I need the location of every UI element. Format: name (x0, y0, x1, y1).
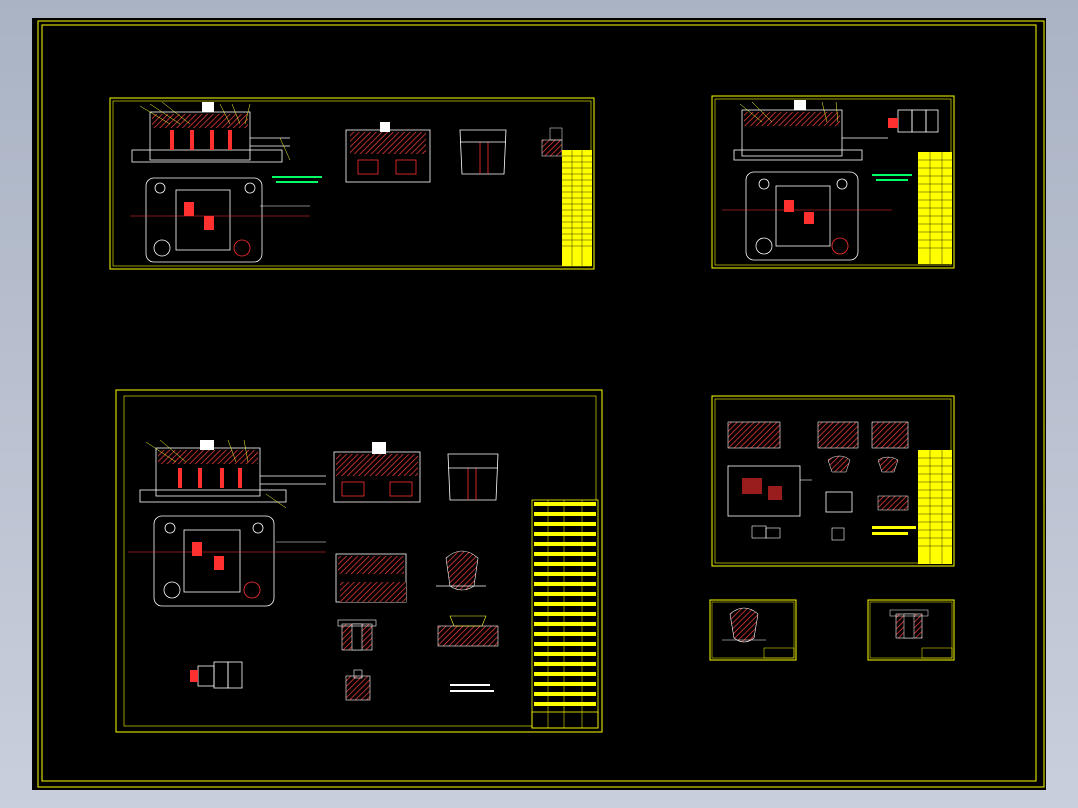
detail-sheet-2[interactable] (867, 599, 955, 661)
technical-note (450, 684, 494, 692)
section-view-top (139, 439, 326, 509)
inner-frame (41, 24, 1037, 782)
small-detail (541, 127, 563, 157)
plan-view (722, 171, 892, 261)
parts-list-table (918, 152, 952, 264)
technical-note (872, 174, 912, 181)
parts-list-table (918, 450, 952, 564)
section-view-top (131, 101, 291, 163)
parts-list-table (562, 150, 592, 266)
pin-detail (345, 669, 371, 701)
parts-sheet[interactable] (711, 395, 955, 567)
plan-view (128, 515, 326, 607)
section-view-top (733, 100, 888, 161)
part-view (727, 421, 909, 541)
forming-detail (436, 550, 486, 591)
outer-frame (37, 20, 1045, 788)
plate-section (437, 615, 499, 647)
punch-view (447, 453, 499, 501)
technical-note (872, 526, 916, 535)
parts-list-table (531, 499, 599, 729)
die-section (345, 122, 431, 183)
punch-view (459, 129, 507, 175)
detail-sheet-1[interactable] (709, 599, 797, 661)
die-section (333, 442, 421, 503)
plan-view (130, 177, 310, 263)
stepped-punch (190, 661, 243, 689)
master-sheet[interactable] (115, 389, 603, 733)
punch-stack (888, 109, 939, 133)
model-space-viewport[interactable] (32, 18, 1046, 790)
bush-detail (337, 619, 377, 651)
assembly-sheet-b[interactable] (711, 95, 955, 269)
assembly-sheet-a[interactable] (109, 97, 595, 270)
cad-drawing[interactable] (32, 18, 1046, 790)
technical-note (272, 176, 322, 183)
die-block-section (335, 553, 407, 603)
